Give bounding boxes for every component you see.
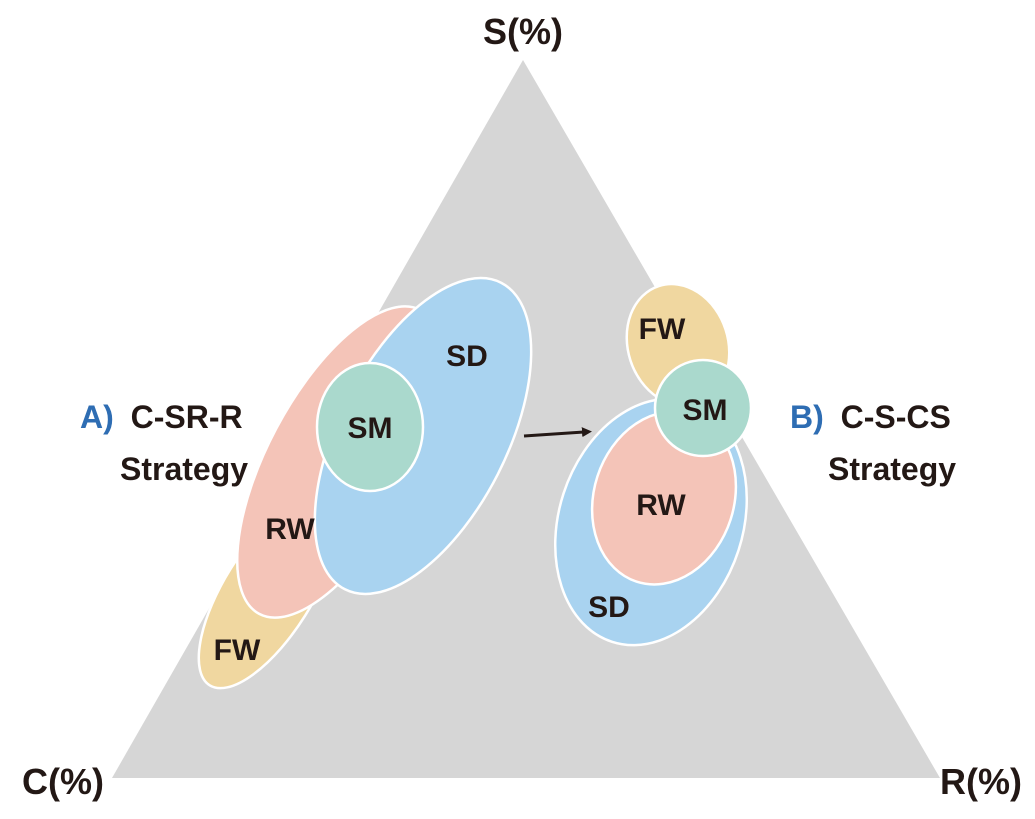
- panel-b-rw-label: RW: [636, 489, 686, 522]
- panel-b-strategy-word: Strategy: [828, 451, 956, 487]
- panel-a-title: A) C-SR-R: [80, 399, 243, 435]
- panel-b-strategy-name: C-S-CS: [841, 399, 951, 435]
- panel-a-sm-label: SM: [348, 412, 393, 445]
- panel-b-sm-label: SM: [683, 394, 728, 427]
- panel-a-group: FW RW SD SM A) C-SR-R Strategy: [80, 276, 533, 690]
- panel-b-letter: B): [790, 399, 824, 435]
- axis-label-r: R(%): [940, 761, 1022, 802]
- panel-a-letter: A): [80, 399, 114, 435]
- panel-a-strategy-word: Strategy: [120, 451, 248, 487]
- panel-b-sm-region: [653, 358, 753, 458]
- panel-b-fw-label: FW: [639, 313, 686, 346]
- panel-a-strategy-name: C-SR-R: [131, 399, 243, 435]
- panel-a-sd-label: SD: [446, 340, 488, 373]
- panel-a-sm-region: [315, 361, 425, 493]
- panel-b-sd-label: SD: [588, 591, 630, 624]
- axis-label-s: S(%): [483, 11, 563, 52]
- axis-label-c: C(%): [22, 761, 104, 802]
- panel-b-group: FW SM RW SD B) C-S-CS Strategy: [553, 282, 956, 647]
- panel-a-rw-label: RW: [265, 513, 315, 546]
- arrow-right-icon: [523, 427, 592, 438]
- panel-a-fw-label: FW: [214, 634, 261, 667]
- panel-b-title: B) C-S-CS: [790, 399, 951, 435]
